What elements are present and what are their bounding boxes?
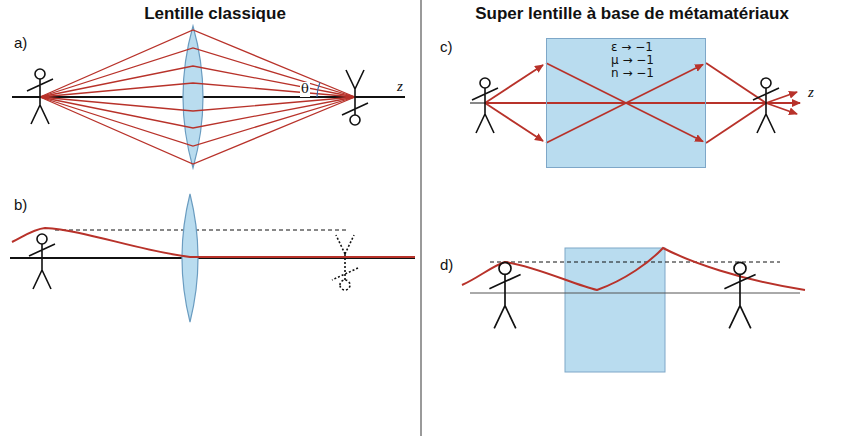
evanescent-wave xyxy=(12,228,415,257)
parameter-list: ε → −1μ → −1n → −1 xyxy=(611,41,654,80)
object-figure xyxy=(27,69,53,124)
light-rays xyxy=(40,30,355,164)
divider-line xyxy=(420,0,422,436)
panel-b xyxy=(10,194,415,322)
panel-letter: a) xyxy=(14,34,27,51)
image-figure xyxy=(724,262,755,328)
parameter-text: n → −1 xyxy=(611,67,654,80)
panel-c xyxy=(470,38,800,168)
axis-label: z xyxy=(397,78,403,95)
parameter-text: ε → −1 xyxy=(611,41,654,54)
parameter-text: μ → −1 xyxy=(611,54,654,67)
panel-letter: b) xyxy=(14,196,27,213)
panel-title: Lentille classique xyxy=(144,4,286,24)
evanescent-wave xyxy=(462,248,805,290)
object-figure xyxy=(29,234,55,289)
panel-a xyxy=(12,26,405,168)
image-figure xyxy=(753,78,779,133)
convex-lens xyxy=(183,26,203,168)
metamaterial-slab: ε → −1μ → −1n → −1 xyxy=(546,38,706,168)
amplitude-line xyxy=(490,262,780,263)
object-figure xyxy=(489,262,520,328)
axis-label: z xyxy=(808,84,814,101)
optical-axis xyxy=(470,293,800,294)
panel-title: Super lentille à base de métamatériaux xyxy=(475,4,789,24)
metamaterial-slab xyxy=(565,248,665,372)
lost-image-figure xyxy=(332,235,358,290)
amplitude-line xyxy=(55,230,348,231)
light-rays xyxy=(485,63,800,143)
object-figure xyxy=(472,78,498,133)
angle-arc xyxy=(317,83,320,98)
panel-letter: d) xyxy=(440,256,453,273)
panel-d xyxy=(462,248,805,372)
angle-symbol: θ xyxy=(300,82,310,97)
image-figure xyxy=(342,70,368,125)
panel-letter: c) xyxy=(440,38,453,55)
optical-axis xyxy=(470,103,800,104)
